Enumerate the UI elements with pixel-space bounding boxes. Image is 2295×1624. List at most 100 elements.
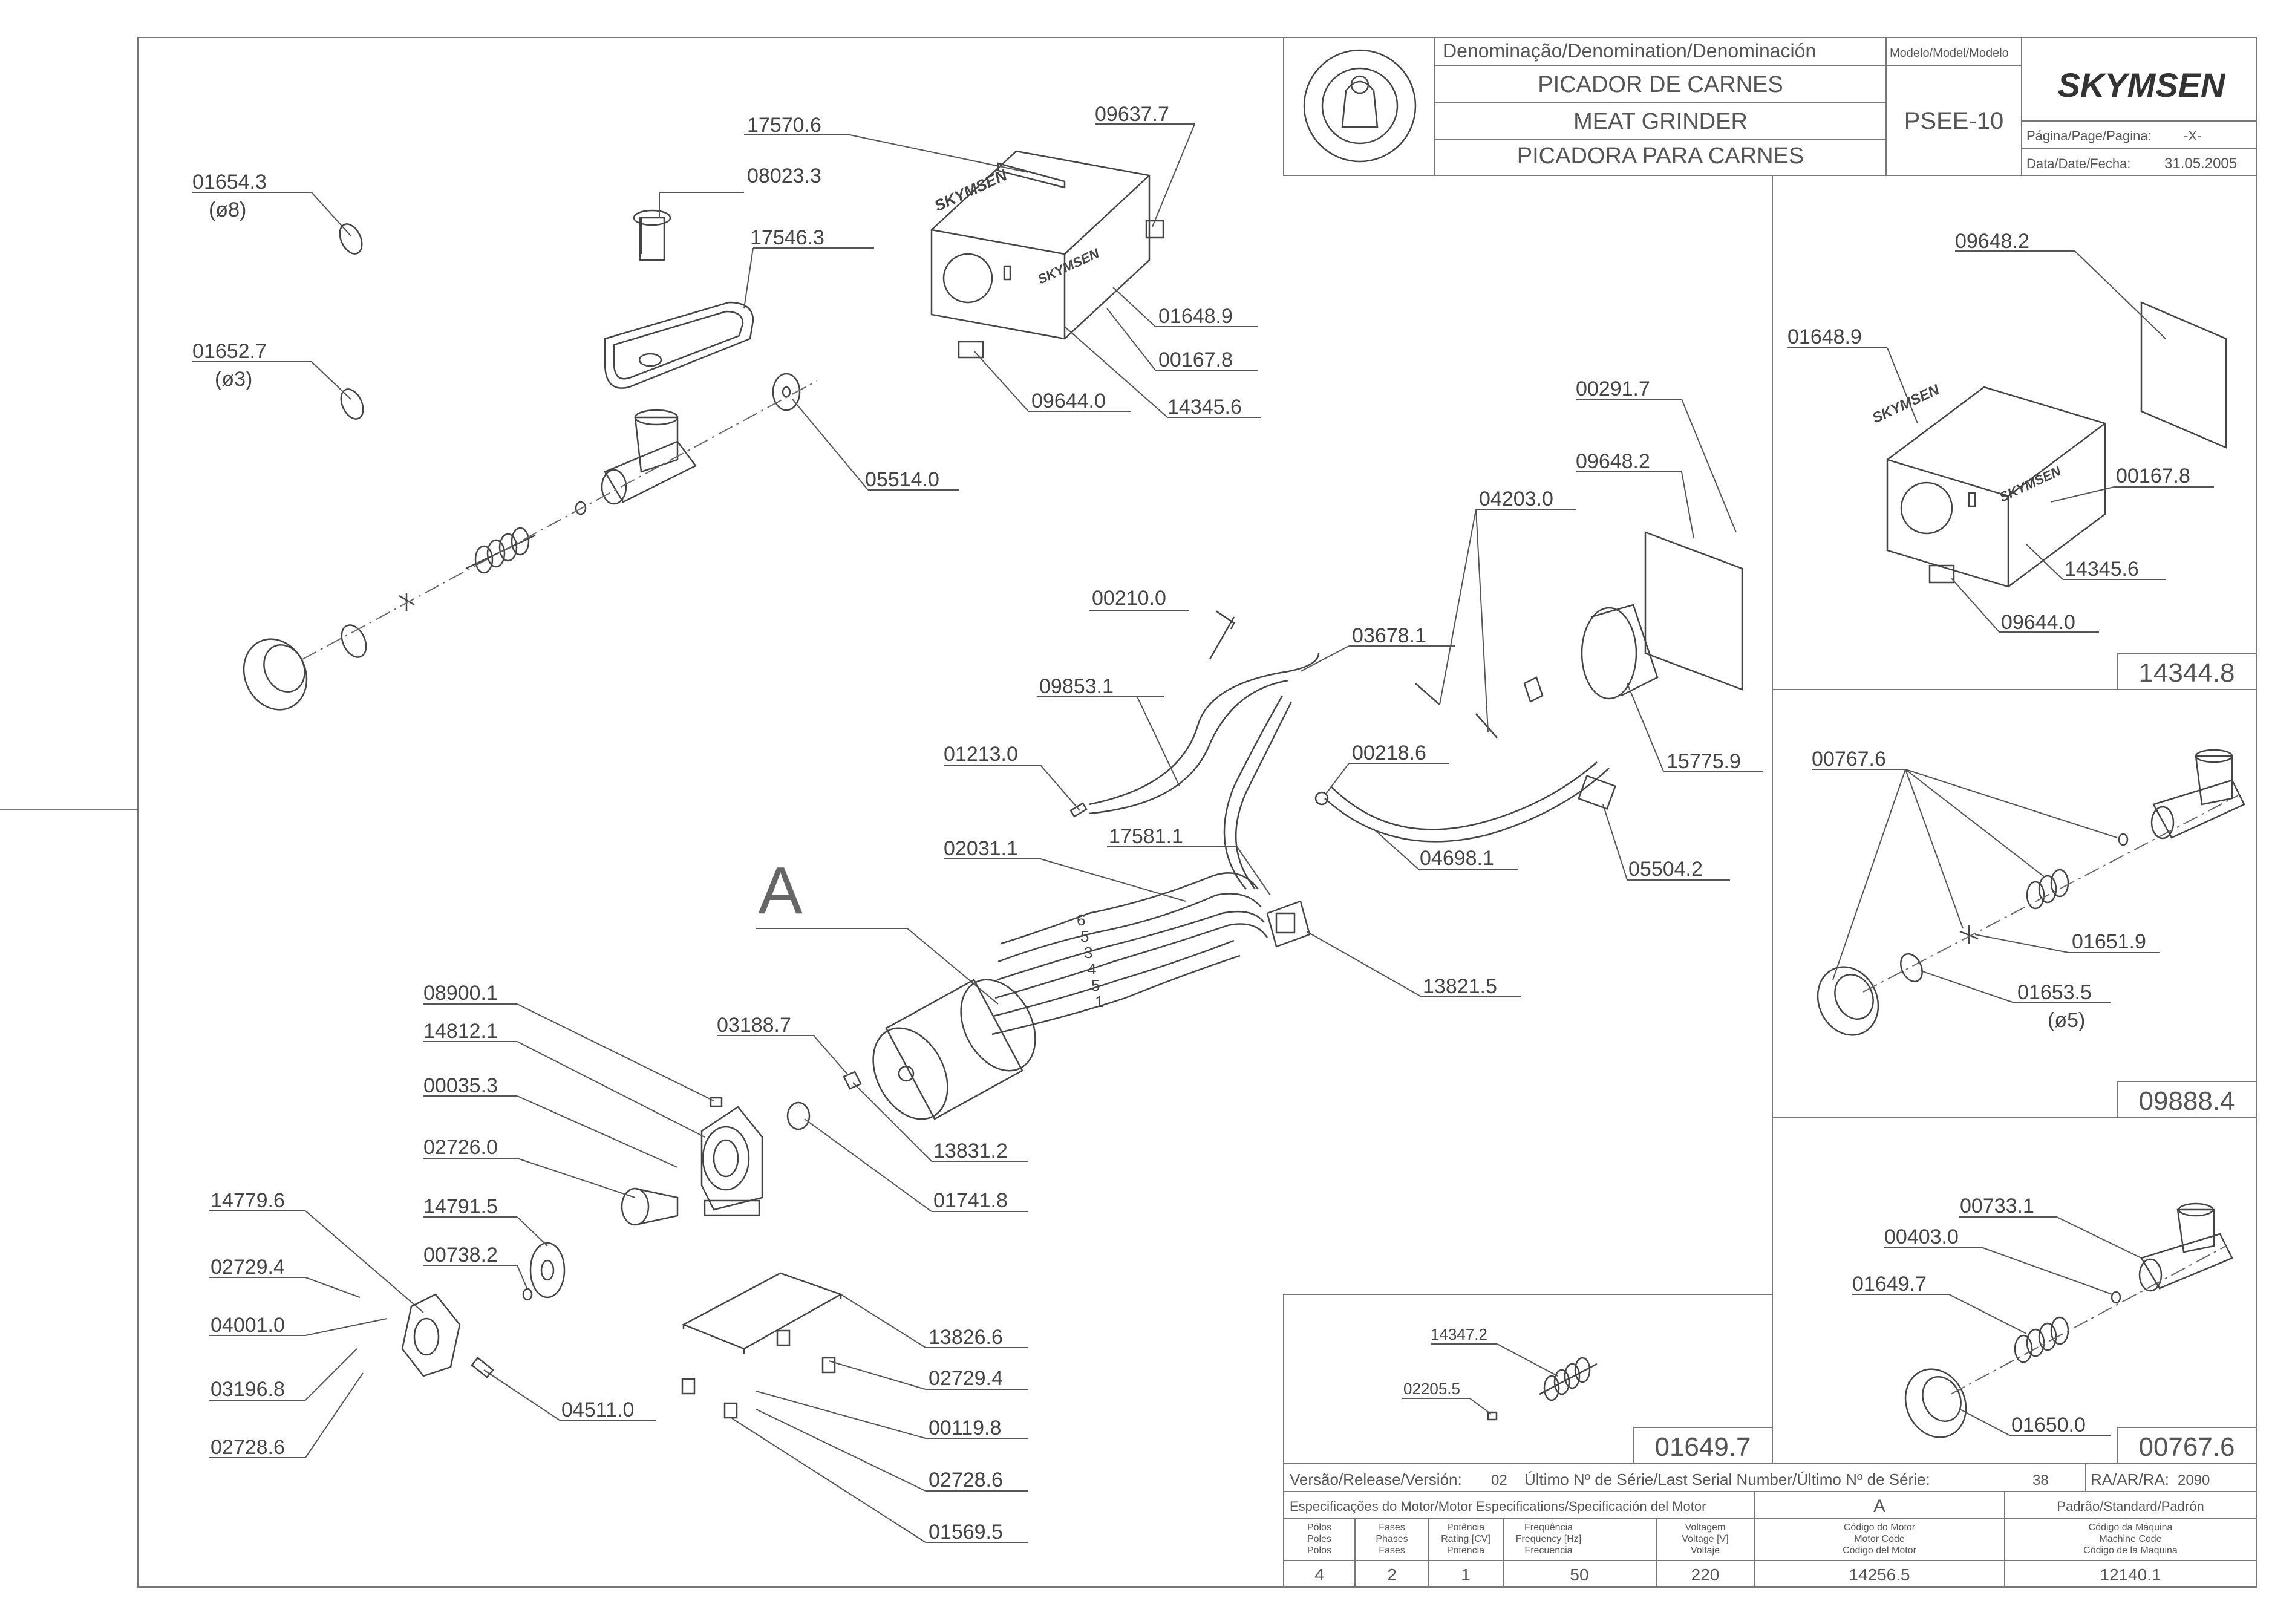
washer-01741 bbox=[786, 1101, 811, 1130]
grinder-plate-8mm bbox=[339, 223, 363, 255]
motor bbox=[872, 979, 1036, 1120]
model-value: PSEE-10 bbox=[1904, 108, 2004, 134]
panel3-label-00733-1: 00733.1 bbox=[1960, 1195, 2034, 1218]
standard-header: Padrão/Standard/Padrón bbox=[2057, 1499, 2204, 1514]
wing-nut-04511 bbox=[471, 1357, 494, 1378]
ra-label: RA/AR/RA: bbox=[2091, 1470, 2169, 1489]
label-00218-6: 00218.6 bbox=[1352, 742, 1426, 765]
on-off-switch bbox=[1266, 900, 1311, 948]
label-03188-7: 03188.7 bbox=[717, 1014, 791, 1037]
gear-14791 bbox=[529, 1242, 566, 1299]
col-motor-code-2: Motor Code bbox=[1854, 1534, 1905, 1544]
page-label: Página/Page/Pagina: bbox=[2026, 128, 2152, 143]
val-power: 1 bbox=[1461, 1565, 1471, 1584]
panel3-label-01650-0: 01650.0 bbox=[2011, 1414, 2086, 1436]
col-voltage-2: Voltage [V] bbox=[1682, 1534, 1728, 1544]
label-01569-5: 01569.5 bbox=[929, 1521, 1003, 1544]
label-05504 bbox=[1578, 775, 1616, 810]
label-01654-3-dia: (ø8) bbox=[209, 198, 246, 221]
label-02726-0: 02726.0 bbox=[423, 1136, 498, 1159]
label-08023-3: 08023.3 bbox=[747, 165, 821, 188]
panel-grinder-set-drawing bbox=[1817, 749, 2245, 1036]
label-05514-0: 05514.0 bbox=[865, 468, 939, 491]
panel2-label-01651-9: 01651.9 bbox=[2072, 930, 2146, 953]
col-power-1: Potência bbox=[1447, 1522, 1484, 1533]
sheet-border bbox=[137, 37, 2257, 1588]
label-08900-1: 08900.1 bbox=[423, 982, 498, 1005]
panel-worm-leaders bbox=[1402, 1343, 1558, 1415]
label-03678-1: 03678.1 bbox=[1352, 624, 1426, 647]
label-09644 bbox=[958, 341, 984, 359]
panel1-label-09644-0: 09644.0 bbox=[2001, 611, 2075, 634]
label-05504-2: 05504.2 bbox=[1628, 858, 1703, 881]
grommet-00218 bbox=[1314, 791, 1329, 806]
rear-cover bbox=[1644, 531, 1743, 691]
val-machine-code: 12140.1 bbox=[2100, 1565, 2161, 1584]
label-02031-1: 02031.1 bbox=[944, 837, 1018, 860]
col-poles-3: Polos bbox=[1307, 1545, 1331, 1556]
ra-value: 2090 bbox=[2178, 1472, 2210, 1489]
col-machine-code-3: Código de la Maquina bbox=[2083, 1545, 2178, 1556]
panel-worm-drawing bbox=[1487, 1357, 1598, 1421]
serial-label: Último Nº de Série/Last Serial Number/Úl… bbox=[1524, 1470, 1930, 1489]
panel2-label-00767-6: 00767.6 bbox=[1812, 748, 1886, 771]
col-motor-code-3: Código del Motor bbox=[1843, 1545, 1917, 1556]
motor-spec-label: Especificações do Motor/Motor Especifica… bbox=[1290, 1499, 1706, 1514]
gearbox-housing bbox=[700, 1106, 763, 1216]
label-04203-0: 04203.0 bbox=[1479, 488, 1553, 510]
housing-cover: SKYMSEN SKYMSEN bbox=[930, 150, 1151, 340]
label-01652-7: 01652.7 bbox=[192, 340, 267, 363]
axis-panel3 bbox=[1950, 1245, 2227, 1395]
val-voltage: 220 bbox=[1691, 1565, 1720, 1584]
label-09637-7: 09637.7 bbox=[1095, 103, 1169, 126]
col-voltage-1: Voltagem bbox=[1685, 1522, 1726, 1533]
name-pt: PICADOR DE CARNES bbox=[1538, 72, 1783, 97]
washer-05514-hole bbox=[782, 386, 791, 398]
panel-grinder-leaders bbox=[1812, 769, 2160, 1003]
base-plate bbox=[682, 1272, 843, 1354]
val-poles: 4 bbox=[1314, 1565, 1324, 1584]
panel-dividers bbox=[1283, 175, 2257, 1587]
panel-code-00767-6: 00767.6 bbox=[2138, 1432, 2235, 1462]
cable-00210 bbox=[1209, 616, 1235, 660]
label-14345-6: 14345.6 bbox=[1167, 396, 1242, 419]
label-00291-7: 00291.7 bbox=[1576, 377, 1650, 400]
panel-housing-drawing: SKYMSEN SKYMSEN bbox=[1870, 301, 2227, 588]
panel1-label-00167-8: 00167.8 bbox=[2116, 465, 2190, 488]
label-00167-8: 00167.8 bbox=[1158, 348, 1233, 371]
panel-housing-leaders bbox=[1787, 250, 2214, 633]
col-motor-code-1: Código do Motor bbox=[1844, 1522, 1916, 1533]
feet bbox=[681, 1329, 836, 1419]
grinder-plate bbox=[341, 624, 367, 658]
label-01741-8: 01741.8 bbox=[933, 1189, 1008, 1212]
cable-gland bbox=[1069, 802, 1088, 818]
col-machine-code-2: Machine Code bbox=[2099, 1534, 2161, 1544]
label-01213-0: 01213.0 bbox=[944, 743, 1018, 766]
seal-logo bbox=[1303, 49, 1417, 163]
food-pusher bbox=[633, 209, 671, 261]
page-value: -X- bbox=[2184, 128, 2201, 143]
ring-nut bbox=[243, 638, 308, 711]
label-17546-3: 17546.3 bbox=[750, 226, 824, 249]
panel1-label-09648-2: 09648.2 bbox=[1955, 230, 2029, 253]
washer-05514 bbox=[772, 373, 801, 411]
panel1-label-14345-6: 14345.6 bbox=[2065, 558, 2139, 581]
label-14812-1: 14812.1 bbox=[423, 1020, 498, 1043]
label-02729-4: 02729.4 bbox=[211, 1256, 285, 1279]
plug-connector bbox=[1523, 676, 1544, 703]
label-01654-3: 01654.3 bbox=[192, 171, 267, 194]
name-es: PICADORA PARA CARNES bbox=[1517, 143, 1804, 169]
wire-number-6: 6 bbox=[1077, 911, 1085, 929]
wire-number-5b: 5 bbox=[1091, 976, 1100, 994]
col-phases-1: Fases bbox=[1379, 1522, 1405, 1533]
panel-code-01649-7: 01649.7 bbox=[1654, 1432, 1751, 1462]
col-freq-1: Freqüência bbox=[1524, 1522, 1573, 1533]
leader-lines bbox=[192, 123, 1763, 1543]
val-phases: 2 bbox=[1387, 1565, 1397, 1584]
gear-02726 bbox=[621, 1187, 679, 1226]
label-00210-0: 00210.0 bbox=[1092, 587, 1166, 610]
panel3-label-01649-7: 01649.7 bbox=[1852, 1273, 1927, 1296]
svg-text:A: A bbox=[758, 853, 803, 928]
small-ring bbox=[575, 501, 587, 515]
